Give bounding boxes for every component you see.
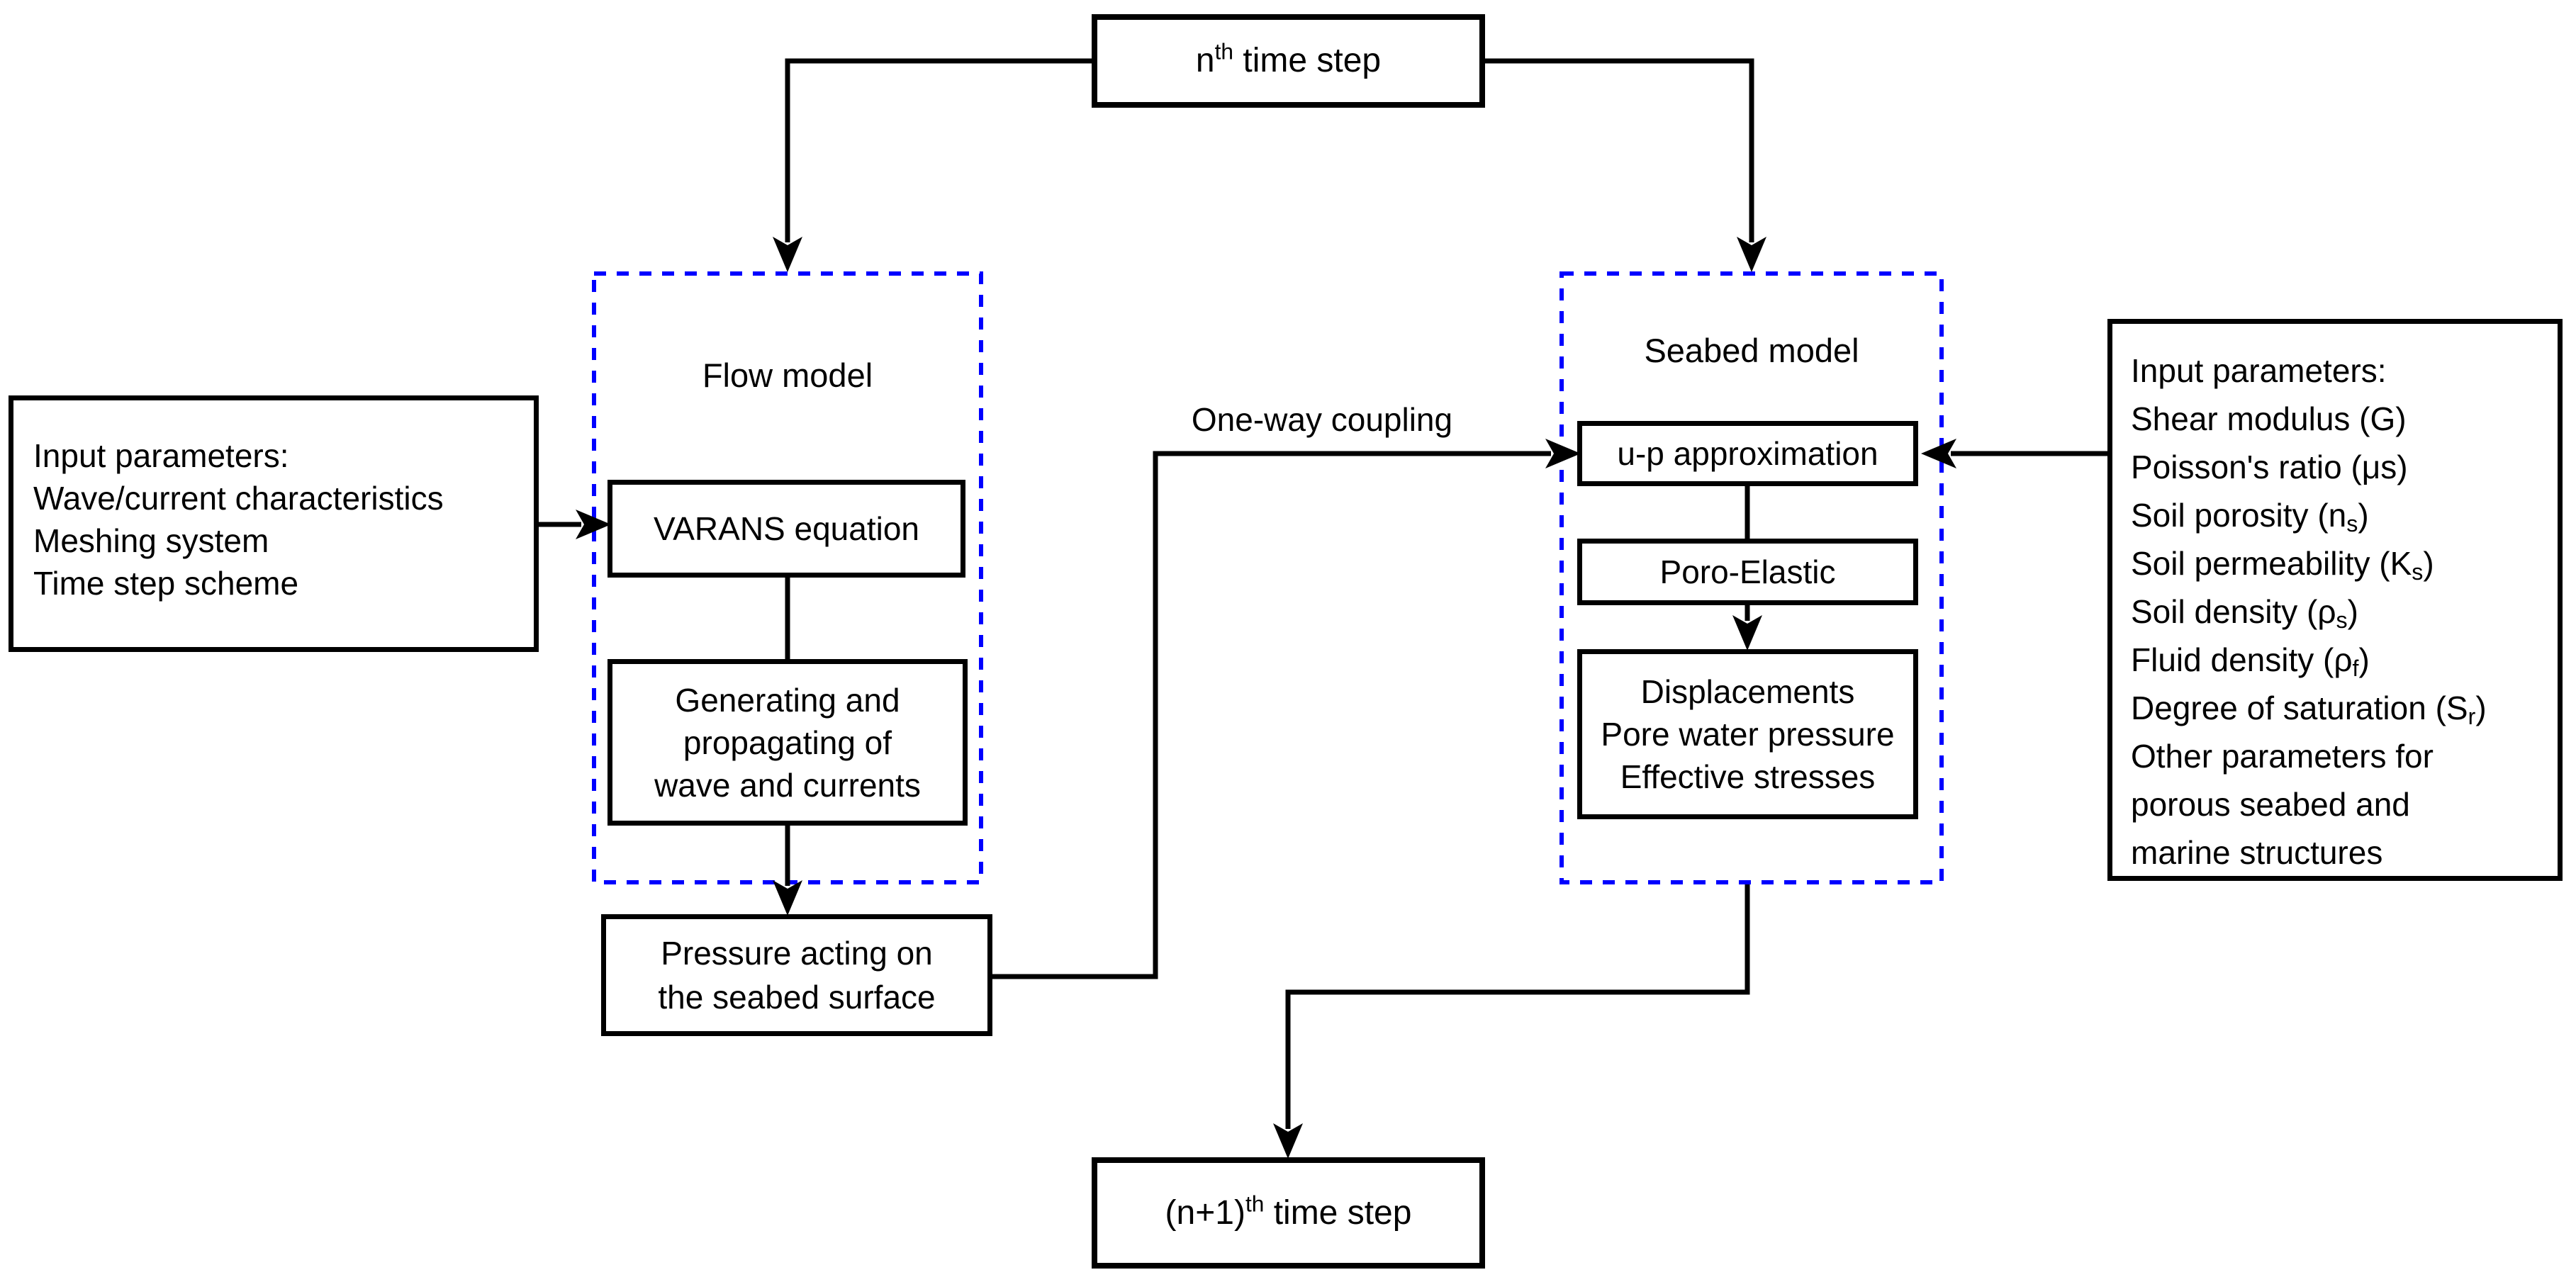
right-params-line: Soil permeability (Ks) (2131, 539, 2434, 587)
next-time-step-label: (n+1)th time step (1165, 1192, 1412, 1235)
left-params-line: Input parameters: (33, 437, 289, 474)
right-params-line: marine structures (2131, 828, 2382, 877)
varans-equation-box: VARANS equation (607, 480, 965, 578)
left-input-parameters-box: Input parameters: Wave/current character… (9, 395, 539, 652)
next-time-step-text: (n+1) (1165, 1193, 1245, 1232)
right-params-subscript: s (2412, 559, 2424, 585)
seabed-outputs-box: Displacements Pore water pressure Effect… (1577, 649, 1918, 819)
arrow-timestep-to-flow-model (773, 58, 1092, 272)
seabed-output-line: Effective stresses (1620, 758, 1876, 795)
right-params-text: ) (2475, 690, 2487, 726)
seabed-output-line: Pore water pressure (1601, 716, 1895, 753)
pressure-line: the seabed surface (658, 979, 936, 1016)
pressure-on-seabed-box: Pressure acting on the seabed surface (601, 914, 992, 1036)
arrow-left-params-to-varans (539, 510, 611, 539)
one-way-coupling-label: One-way coupling (1191, 401, 1453, 438)
right-params-text: Shear modulus (G) (2131, 400, 2407, 437)
right-params-text: ) (2358, 641, 2370, 678)
up-approximation-box: u-p approximation (1577, 421, 1918, 486)
right-params-subscript: s (2336, 607, 2348, 634)
right-params-text: Soil porosity (n (2131, 497, 2347, 534)
right-params-line: Soil porosity (ns) (2131, 491, 2369, 539)
nth-time-step-box: nth time step (1092, 14, 1485, 108)
right-params-line: Degree of saturation (Sr) (2131, 684, 2487, 732)
right-params-line: Poisson's ratio (μs) (2131, 443, 2408, 491)
right-params-line: Shear modulus (G) (2131, 395, 2407, 443)
right-params-text: Soil density (ρ (2131, 593, 2336, 630)
varans-equation-label: VARANS equation (653, 510, 920, 547)
right-params-text: Degree of saturation (S (2131, 690, 2468, 726)
right-params-text: Other parameters for (2131, 738, 2434, 775)
poro-elastic-box: Poro-Elastic (1577, 539, 1918, 605)
generating-line: propagating of (683, 724, 892, 761)
arrow-seabed-to-next-timestep (1273, 884, 1750, 1159)
right-params-text: porous seabed and (2131, 786, 2410, 823)
nth-time-step-superscript: th (1214, 38, 1234, 64)
generating-line: wave and currents (654, 766, 921, 804)
right-params-text: Poisson's ratio (μs) (2131, 449, 2408, 485)
poro-elastic-label: Poro-Elastic (1659, 553, 1836, 590)
right-params-text: ) (2358, 497, 2369, 534)
up-approximation-label: u-p approximation (1617, 435, 1878, 472)
right-params-subscript: r (2468, 704, 2476, 730)
right-params-subscript: f (2352, 656, 2359, 682)
next-time-step-superscript: th (1245, 1191, 1265, 1217)
seabed-model-dashed-frame (1559, 271, 1944, 884)
right-params-line: Soil density (ρs) (2131, 587, 2358, 636)
right-params-line: Fluid density (ρf) (2131, 636, 2370, 684)
arrow-oneway-coupling (992, 439, 1581, 979)
left-params-line: Wave/current characteristics (33, 480, 444, 517)
right-params-text: Fluid density (ρ (2131, 641, 2353, 678)
seabed-model-title: Seabed model (1644, 332, 1859, 369)
right-params-subscript: s (2346, 511, 2358, 537)
nth-time-step-text: n (1195, 42, 1215, 79)
right-params-text: ) (2423, 545, 2434, 582)
pressure-line: Pressure acting on (661, 935, 933, 972)
right-input-parameters-box: Input parameters: Shear modulus (G) Pois… (2107, 319, 2563, 881)
right-params-text: marine structures (2131, 834, 2383, 871)
generating-propagating-box: Generating and propagating of wave and c… (607, 659, 968, 826)
arrow-timestep-to-seabed-model (1485, 58, 1766, 272)
arrow-right-params-to-up (1921, 439, 2107, 468)
nth-time-step-label: nth time step (1196, 40, 1381, 82)
arrow-poroelastic-to-outputs (1732, 605, 1762, 651)
right-params-line: Other parameters for (2131, 732, 2434, 780)
right-params-line: Input parameters: (2131, 347, 2387, 395)
right-params-line: porous seabed and (2131, 780, 2410, 828)
nth-time-step-text-rest: time step (1233, 42, 1382, 79)
arrow-generating-to-pressure (773, 826, 802, 916)
seabed-output-line: Displacements (1640, 673, 1855, 710)
next-time-step-text-rest: time step (1264, 1193, 1412, 1232)
right-params-text: Input parameters: (2131, 352, 2387, 389)
left-params-line: Meshing system (33, 522, 269, 559)
flow-model-title: Flow model (702, 356, 873, 394)
right-params-text: Soil permeability (K (2131, 545, 2412, 582)
next-time-step-box: (n+1)th time step (1092, 1157, 1485, 1269)
generating-line: Generating and (675, 681, 900, 719)
right-params-text: ) (2347, 593, 2358, 630)
left-params-line: Time step scheme (33, 565, 299, 602)
